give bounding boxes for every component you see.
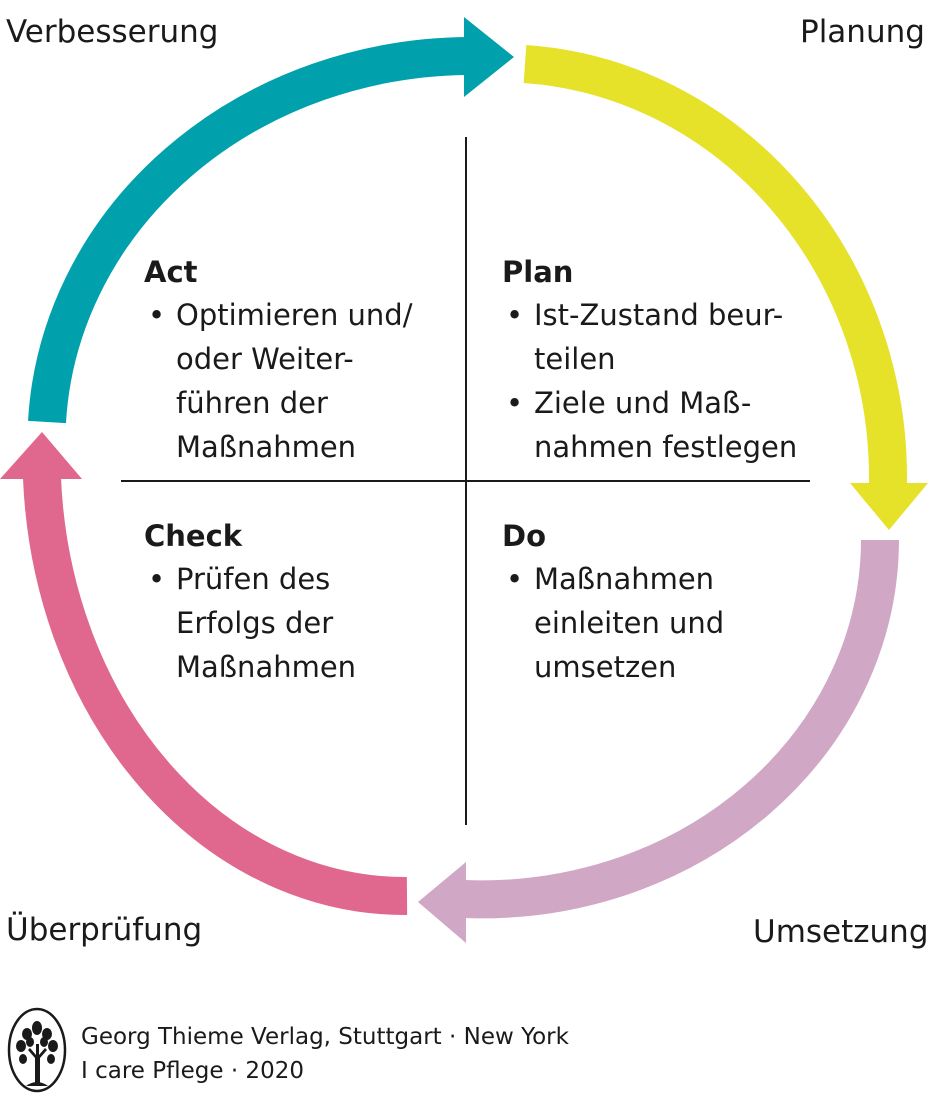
do-item-line: umsetzen bbox=[534, 650, 677, 684]
check-item-line: Maßnahmen bbox=[176, 650, 357, 684]
planung-arrowhead bbox=[850, 483, 928, 530]
label-planung: Planung bbox=[800, 14, 925, 50]
bullet-icon: • bbox=[148, 298, 166, 332]
verbesserung-arrow bbox=[28, 37, 471, 424]
bullet-icon: • bbox=[506, 562, 524, 596]
plan-item-line: Ziele und Maß- bbox=[534, 386, 752, 420]
bullet-icon: • bbox=[506, 298, 524, 332]
check-item-line: Erfolgs der bbox=[176, 606, 334, 640]
ueberpruefung-arrowhead bbox=[0, 432, 82, 479]
plan-item: • Ziele und Maß- nahmen festlegen bbox=[502, 381, 797, 469]
do-item-line: Maßnahmen bbox=[534, 562, 715, 596]
quadrant-plan: Plan • Ist-Zustand beur- teilen • Ziele … bbox=[502, 258, 797, 469]
ueberpruefung-arrow bbox=[23, 477, 408, 916]
check-item: • Prüfen des Erfolgs der Maßnahmen bbox=[144, 557, 356, 689]
label-umsetzung: Umsetzung bbox=[753, 914, 929, 950]
act-item-line: Maßnahmen bbox=[176, 430, 357, 464]
umsetzung-arrowhead bbox=[418, 862, 466, 943]
publisher-footer: Georg Thieme Verlag, Stuttgart · New Yor… bbox=[6, 1004, 606, 1096]
quadrant-act-title: Act bbox=[144, 255, 198, 289]
act-item-line: führen der bbox=[176, 386, 328, 420]
quadrant-act: Act • Optimieren und/ oder Weiter- führe… bbox=[144, 258, 412, 469]
quadrant-plan-title: Plan bbox=[502, 255, 574, 289]
act-item-line: oder Weiter- bbox=[176, 342, 354, 376]
umsetzung-arrow bbox=[463, 539, 899, 919]
horizontal-divider bbox=[121, 480, 810, 482]
bullet-icon: • bbox=[148, 562, 166, 596]
bullet-icon: • bbox=[506, 386, 524, 420]
label-ueberpruefung: Überprüfung bbox=[6, 912, 203, 948]
plan-item-line: Ist-Zustand beur- bbox=[534, 298, 784, 332]
label-verbesserung: Verbesserung bbox=[6, 14, 219, 50]
plan-item-line: teilen bbox=[534, 342, 616, 376]
check-item-line: Prüfen des bbox=[176, 562, 331, 596]
quadrant-check: Check • Prüfen des Erfolgs der Maßnahmen bbox=[144, 522, 356, 689]
do-item-line: einleiten und bbox=[534, 606, 725, 640]
act-item-line: Optimieren und/ bbox=[176, 298, 413, 332]
footer-book: I care Pflege · 2020 bbox=[81, 1058, 304, 1084]
do-item: • Maßnahmen einleiten und umsetzen bbox=[502, 557, 724, 689]
tree-logo-icon bbox=[7, 1007, 67, 1093]
quadrant-do: Do • Maßnahmen einleiten und umsetzen bbox=[502, 522, 724, 689]
quadrant-do-title: Do bbox=[502, 519, 546, 553]
verbesserung-arrowhead bbox=[464, 17, 514, 97]
act-item: • Optimieren und/ oder Weiter- führen de… bbox=[144, 293, 412, 469]
footer-text: Georg Thieme Verlag, Stuttgart · New Yor… bbox=[81, 1020, 569, 1088]
footer-publisher: Georg Thieme Verlag, Stuttgart · New Yor… bbox=[81, 1024, 569, 1050]
planung-arrow bbox=[523, 45, 908, 485]
plan-item-line: nahmen festlegen bbox=[534, 430, 798, 464]
plan-item: • Ist-Zustand beur- teilen bbox=[502, 293, 797, 381]
quadrant-check-title: Check bbox=[144, 519, 243, 553]
